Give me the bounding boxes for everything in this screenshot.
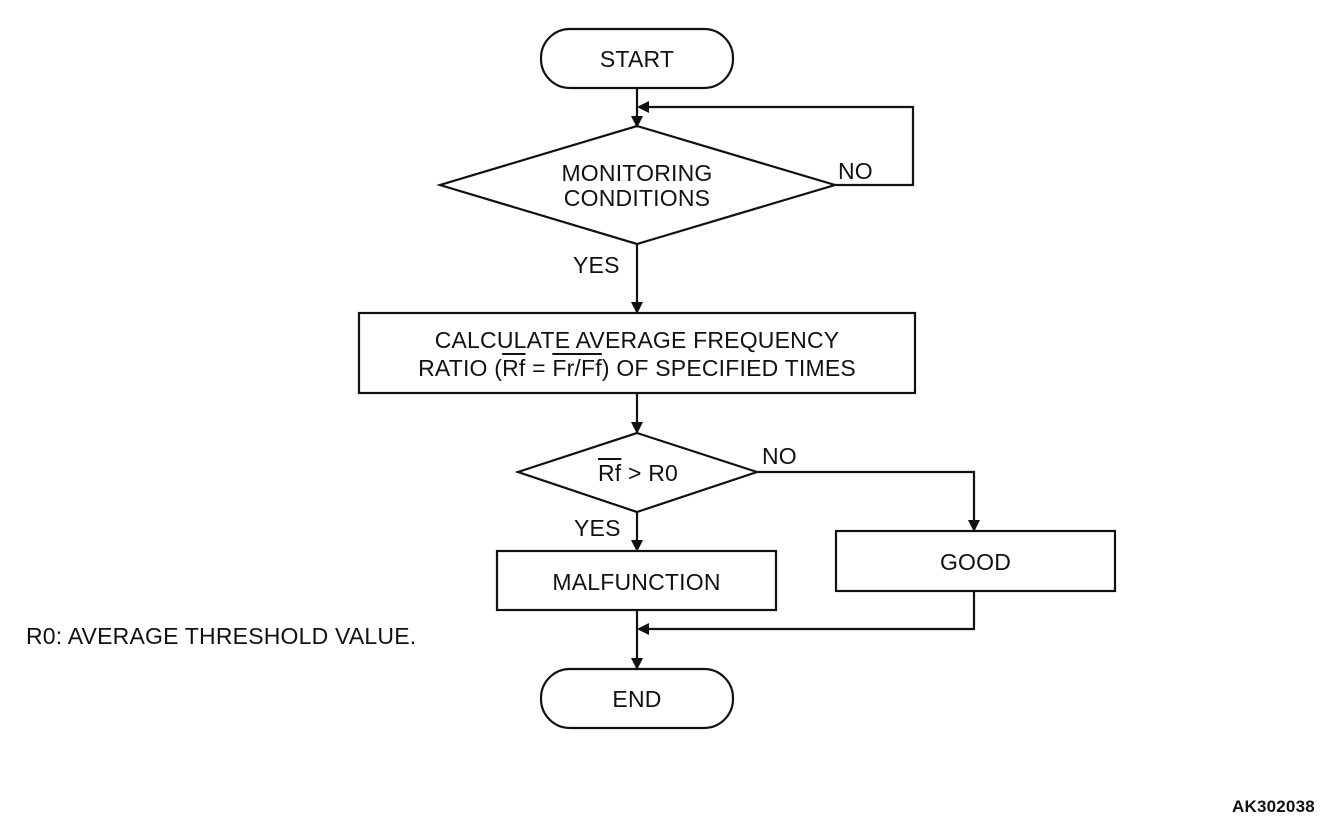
frff-overlined: Fr/Ff (552, 355, 602, 381)
monitoring-label-line2: CONDITIONS (563, 185, 711, 211)
yes-label-compare: YES (574, 515, 621, 541)
threshold-note: R0: AVERAGE THRESHOLD VALUE. (26, 623, 417, 649)
end-label: END (612, 686, 662, 712)
compare-rf-overlined: Rf (597, 460, 622, 486)
compare-label: Rf > R0 (538, 460, 738, 486)
compare-rest: > R0 (621, 460, 679, 486)
malfunction-label: MALFUNCTION (552, 569, 721, 595)
calculate-label-line1: CALCULATE AVERAGE FREQUENCY (434, 327, 840, 353)
arrow-compare-to-good (757, 470, 980, 532)
yes-label-monitoring: YES (573, 252, 620, 278)
no-label-loop: NO (838, 158, 873, 184)
rf-overlined: Rf (502, 355, 526, 381)
end-terminal (539, 667, 735, 730)
calculate-box (357, 311, 917, 395)
no-loop-line (637, 101, 915, 187)
monitoring-label-line1: MONITORING (561, 160, 713, 186)
figure-code: AK302038 (1232, 797, 1315, 816)
equals-sign: = (525, 355, 553, 381)
no-label-compare: NO (762, 443, 797, 469)
calculate-label-line2: RATIO (Rf = Fr/Ff) OF SPECIFIED TIMES (359, 355, 915, 381)
good-label: GOOD (939, 549, 1012, 575)
calculate-ratio-prefix: RATIO ( (418, 355, 503, 381)
good-box (834, 529, 1117, 593)
calculate-ratio-suffix: ) OF SPECIFIED TIMES (601, 355, 856, 381)
start-label: START (599, 46, 675, 72)
arrow-good-to-join (637, 591, 976, 635)
